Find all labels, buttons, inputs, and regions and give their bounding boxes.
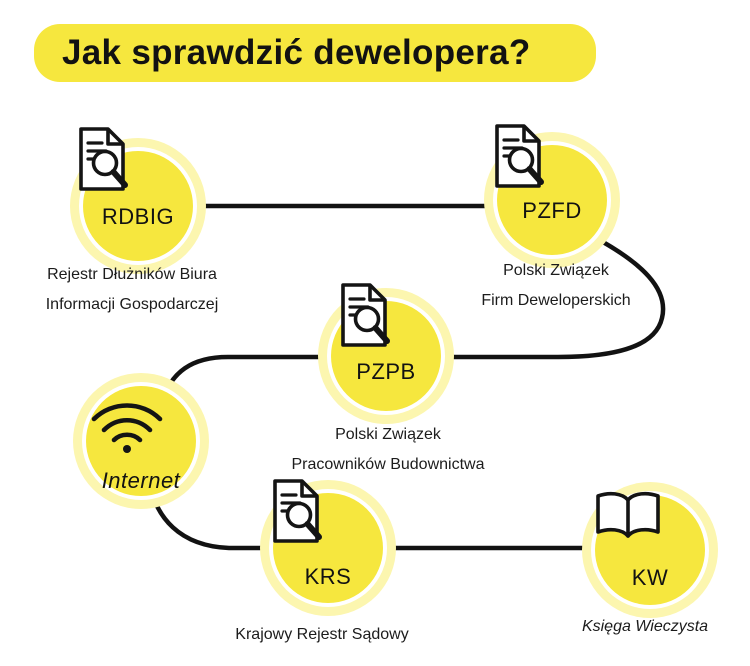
desc-line: Firm Deweloperskich — [481, 292, 631, 309]
node-description-pzpb: Polski Związek Pracowników Budownictwa — [246, 420, 530, 480]
desc-line: Księga Wieczysta — [581, 618, 709, 635]
desc-line: Informacji Gospodarczej — [45, 296, 219, 313]
document-search-icon — [488, 123, 548, 189]
node-label-rdbig: RDBIG — [101, 204, 175, 229]
node-label-kw: KW — [631, 565, 669, 590]
page-title: Jak sprawdzić dewelopera? — [62, 33, 531, 72]
node-label-pzfd: PZFD — [522, 198, 582, 223]
node-rdbig: RDBIG — [70, 127, 206, 274]
node-kw: KW — [582, 482, 718, 618]
node-label-krs: KRS — [304, 564, 352, 589]
desc-line: Polski Związek — [335, 426, 441, 443]
node-pzpb: PZPB — [318, 283, 454, 424]
node-label-internet: Internet — [101, 468, 181, 493]
node-internet: Internet — [73, 373, 209, 509]
node-pzfd: PZFD — [484, 124, 620, 268]
desc-line: Pracowników Budownictwa — [291, 456, 485, 473]
node-description-pzfd: Polski Związek Firm Deweloperskich — [436, 256, 676, 316]
wifi-icon — [88, 398, 166, 454]
document-search-icon — [266, 478, 326, 544]
document-search-icon — [334, 282, 394, 348]
node-description-krs: Krajowy Rejestr Sądowy — [180, 620, 464, 650]
node-description-rdbig: Rejestr Dłużników Biura Informacji Gospo… — [8, 260, 256, 320]
desc-line: Krajowy Rejestr Sądowy — [235, 626, 409, 643]
desc-line: Rejestr Dłużników Biura — [47, 266, 217, 283]
open-book-icon — [592, 488, 664, 542]
title-banner: Jak sprawdzić dewelopera? — [34, 24, 596, 82]
document-search-icon — [72, 126, 132, 192]
desc-line: Polski Związek — [503, 262, 609, 279]
node-label-pzpb: PZPB — [356, 359, 416, 384]
node-krs: KRS — [260, 478, 396, 616]
node-description-kw: Księga Wieczysta — [523, 612, 750, 642]
